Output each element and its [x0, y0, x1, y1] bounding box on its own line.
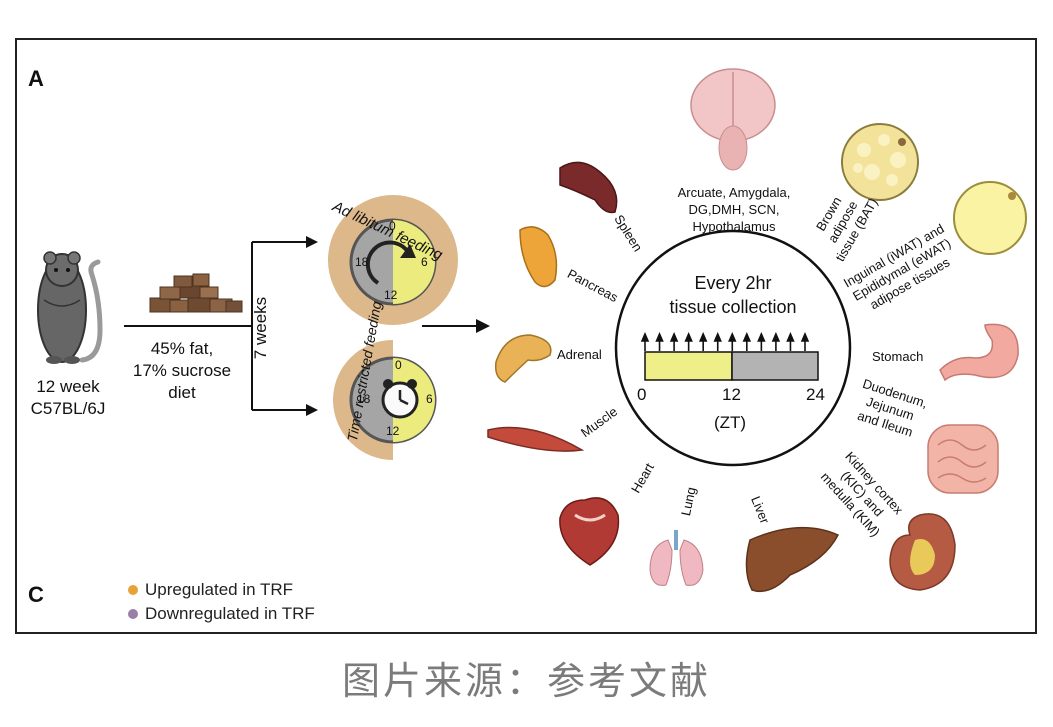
- brain-label-3: Hypothalamus: [692, 219, 776, 234]
- dark-phase-bar: [731, 351, 819, 381]
- legend-down: Downregulated in TRF: [128, 604, 315, 624]
- mouse-label: 12 week C57BL/6J: [18, 376, 118, 420]
- intestine-icon: [927, 424, 999, 494]
- brain-label-1: Arcuate, Amygdala,: [677, 185, 791, 200]
- bat-icon: [841, 123, 919, 201]
- trf-tick-6: 6: [426, 392, 433, 406]
- lung-icon: [649, 530, 704, 586]
- zt-tick-0: 0: [637, 385, 647, 404]
- sampling-arrowhead: [728, 331, 737, 342]
- ad-lib-tick-6: 6: [421, 255, 428, 269]
- ad-lib-tick-12: 12: [384, 288, 398, 302]
- sampling-arrowhead: [698, 331, 708, 342]
- panel-label-c: C: [28, 582, 44, 607]
- legend-up-label: Upregulated in TRF: [145, 580, 294, 599]
- ad-lib-tick-18: 18: [355, 255, 369, 269]
- sampling-arrowhead: [640, 331, 650, 342]
- light-phase-bar: [644, 351, 733, 381]
- diet-word: diet: [168, 383, 196, 402]
- legend-up: Upregulated in TRF: [128, 580, 293, 600]
- brain-label: Arcuate, Amygdala, DG,DMH, SCN, Hypothal…: [660, 184, 808, 235]
- diet-label: 45% fat, 17% sucrose diet: [120, 338, 244, 404]
- zt-tick-12: 12: [722, 385, 741, 404]
- kidney-icon: [889, 513, 956, 591]
- legend-up-dot: [128, 585, 138, 595]
- image-caption: 图片来源：参考文献: [341, 659, 711, 703]
- stomach-icon: [939, 323, 1019, 382]
- diet-fat: 45% fat,: [150, 339, 214, 358]
- sampling-arrowhead: [800, 331, 810, 342]
- legend-down-label: Downregulated in TRF: [145, 604, 315, 623]
- liver-icon: [745, 526, 840, 593]
- adrenal-icon: [494, 334, 552, 383]
- brain-icon: [690, 68, 776, 171]
- diet-sucrose: 17% sucrose: [132, 361, 232, 380]
- mouse-strain: C57BL/6J: [30, 399, 106, 418]
- sampling-arrowhead: [786, 331, 795, 342]
- sampling-arrowhead: [713, 331, 722, 342]
- trf-tick-18: 18: [357, 392, 371, 406]
- sampling-arrowhead: [757, 331, 766, 342]
- ad-lib-clock-icon: [328, 195, 458, 325]
- pancreas-icon: [519, 226, 558, 288]
- zt-unit: (ZT): [714, 413, 747, 432]
- ad-lib-tick-0: 0: [389, 219, 396, 233]
- mouse-age: 12 week: [36, 377, 100, 396]
- trf-clock-icon: [333, 340, 437, 460]
- food-pellets-icon: [149, 273, 243, 313]
- collection-line2: tissue collection: [669, 297, 797, 317]
- collection-title: Every 2hr tissue collection: [643, 271, 823, 319]
- adrenal-label: Adrenal: [557, 347, 602, 362]
- collection-line1: Every 2hr: [694, 273, 772, 293]
- arrowheads: [306, 236, 490, 416]
- legend-down-dot: [128, 609, 138, 619]
- stomach-label: Stomach: [872, 349, 924, 364]
- sampling-arrowhead: [684, 331, 693, 342]
- muscle-icon: [487, 426, 585, 452]
- sampling-arrowhead: [669, 331, 679, 342]
- heart-icon: [559, 497, 620, 566]
- brain-label-2: DG,DMH, SCN,: [688, 202, 780, 217]
- wat-icon: [953, 181, 1027, 255]
- collection-arrows: [640, 331, 810, 351]
- mouse-icon: [37, 251, 103, 364]
- trf-tick-0: 0: [395, 358, 402, 372]
- panel-label-a: A: [28, 66, 44, 91]
- sampling-arrowhead: [655, 331, 664, 342]
- zt-tick-24: 24: [806, 385, 825, 404]
- trf-tick-12: 12: [386, 424, 400, 438]
- duration-label: 7 weeks: [251, 296, 271, 360]
- spleen-icon: [559, 161, 618, 214]
- sampling-arrowhead: [742, 331, 752, 342]
- flow-arrows: [124, 241, 482, 411]
- sampling-arrowhead: [771, 331, 781, 342]
